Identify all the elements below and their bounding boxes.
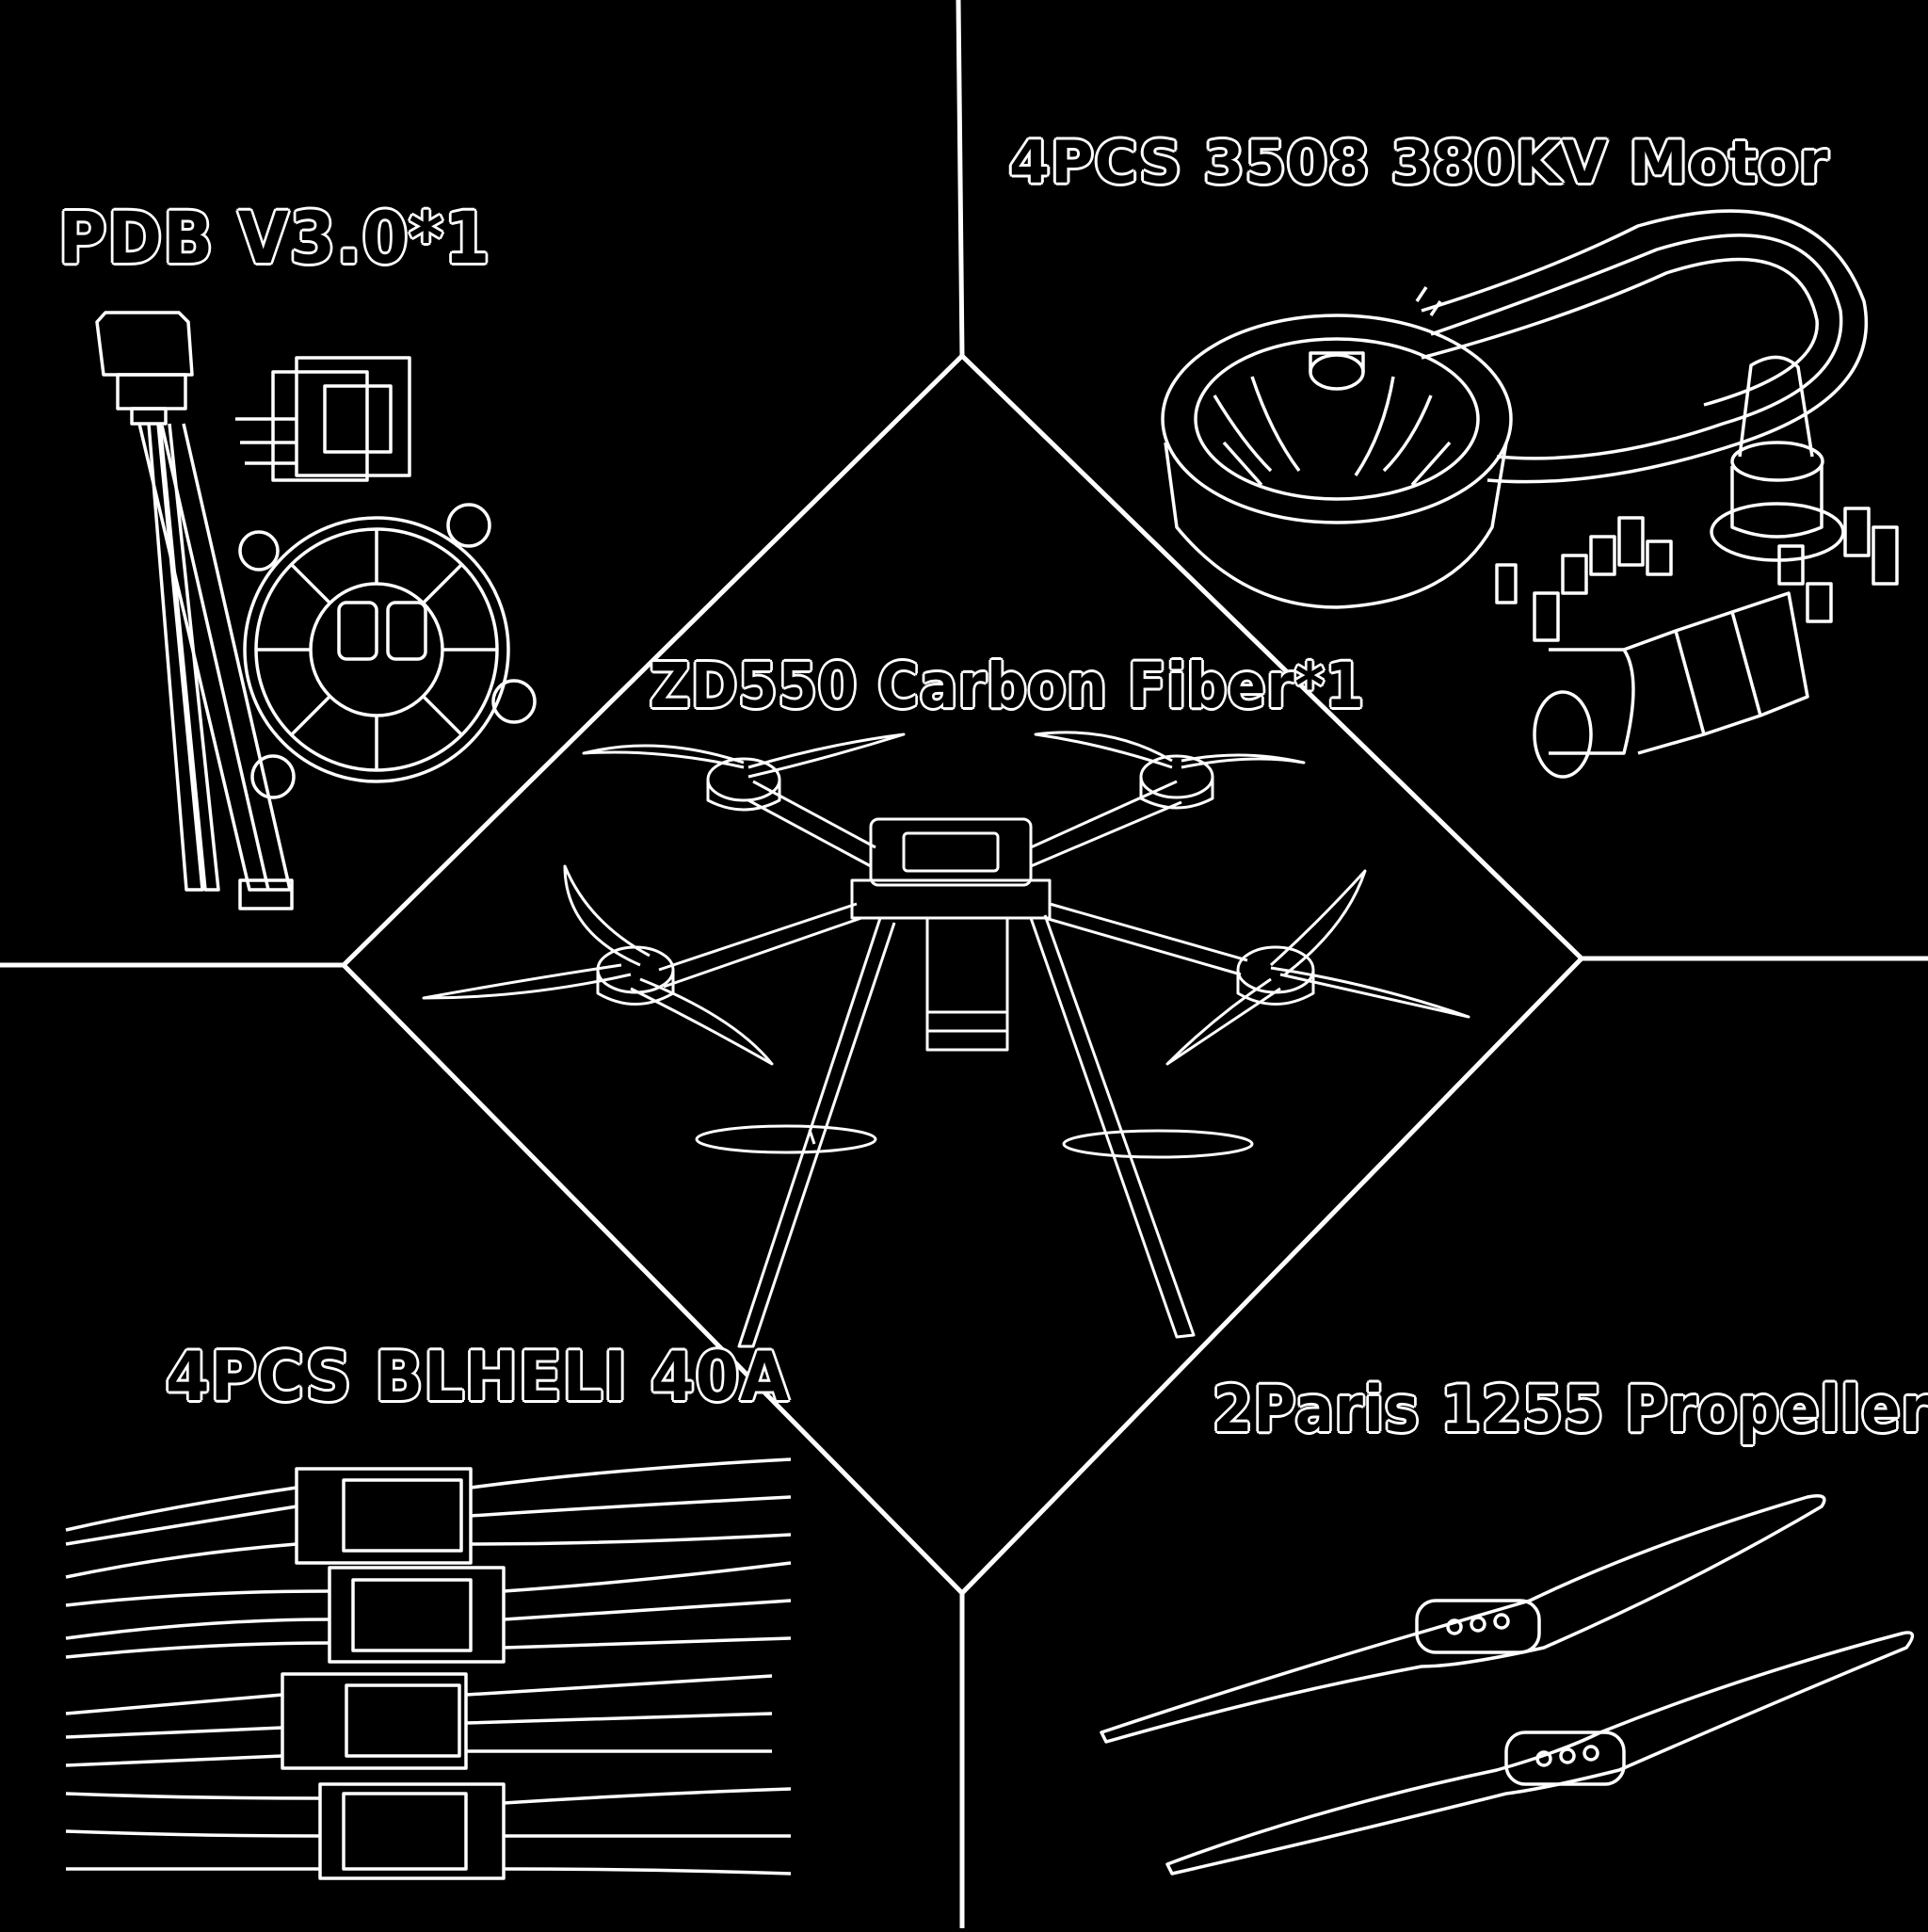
motor-label: 4PCS 3508 380KV Motor <box>1009 128 1829 197</box>
esc-label: 4PCS BLHELI 40A <box>166 1337 790 1416</box>
quadcopter-frame-icon <box>424 733 1469 1346</box>
propeller-label: 2Paris 1255 Propeller <box>1213 1373 1928 1447</box>
motor-icon <box>1163 211 1897 777</box>
esc-icon <box>66 1459 791 1878</box>
propeller-icon <box>1101 1496 1912 1874</box>
pdb-board-icon <box>97 313 535 909</box>
frame-label: ZD550 Carbon Fiber*1 <box>650 650 1365 722</box>
pdb-label: PDB V3.0*1 <box>58 196 491 280</box>
